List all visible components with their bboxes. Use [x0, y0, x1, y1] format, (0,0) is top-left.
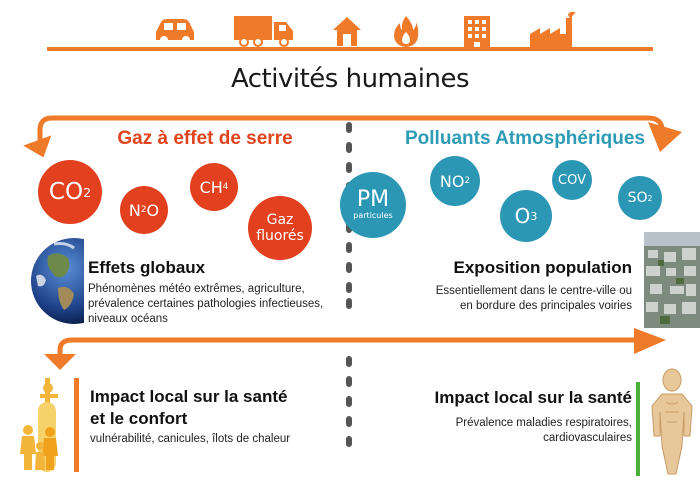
lower-cycle-arrow [44, 328, 666, 370]
car-icon [156, 19, 194, 44]
population-exposure-description: Essentiellement dans le centre-ville ou … [435, 285, 632, 312]
pm-bubble: PM particules [340, 172, 406, 238]
city-aerial-image [644, 232, 700, 328]
building-icon [464, 16, 490, 50]
local-health-description: Prévalence maladies respiratoires, cardi… [455, 417, 632, 444]
earth-image [31, 238, 84, 324]
heat-family-illustration [20, 378, 79, 472]
main-title: Activités humaines [230, 64, 470, 94]
local-health-comfort-heading: Impact local sur la santé et le confort [90, 387, 288, 428]
local-health-heading: Impact local sur la santé [434, 388, 632, 407]
fire-icon [394, 16, 419, 47]
house-icon [333, 17, 361, 46]
global-effects-heading: Effets globaux [88, 258, 206, 277]
cov-bubble: COV [552, 160, 592, 200]
human-body-illustration [636, 368, 693, 476]
factory-icon [530, 11, 576, 50]
global-effects-description: Phénomènes météo extrêmes, agriculture, … [88, 283, 324, 325]
population-exposure-heading: Exposition population [453, 258, 632, 277]
local-health-comfort-description: vulnérabilité, canicules, îlots de chale… [90, 433, 291, 445]
greenhouse-gas-title: Gaz à effet de serre [117, 128, 293, 149]
activity-baseline [47, 47, 653, 51]
center-divider-bottom [346, 356, 352, 447]
upper-cycle-arrow [23, 115, 682, 158]
truck-icon [234, 16, 293, 47]
air-pollutants-title: Polluants Atmosphériques [405, 128, 645, 149]
